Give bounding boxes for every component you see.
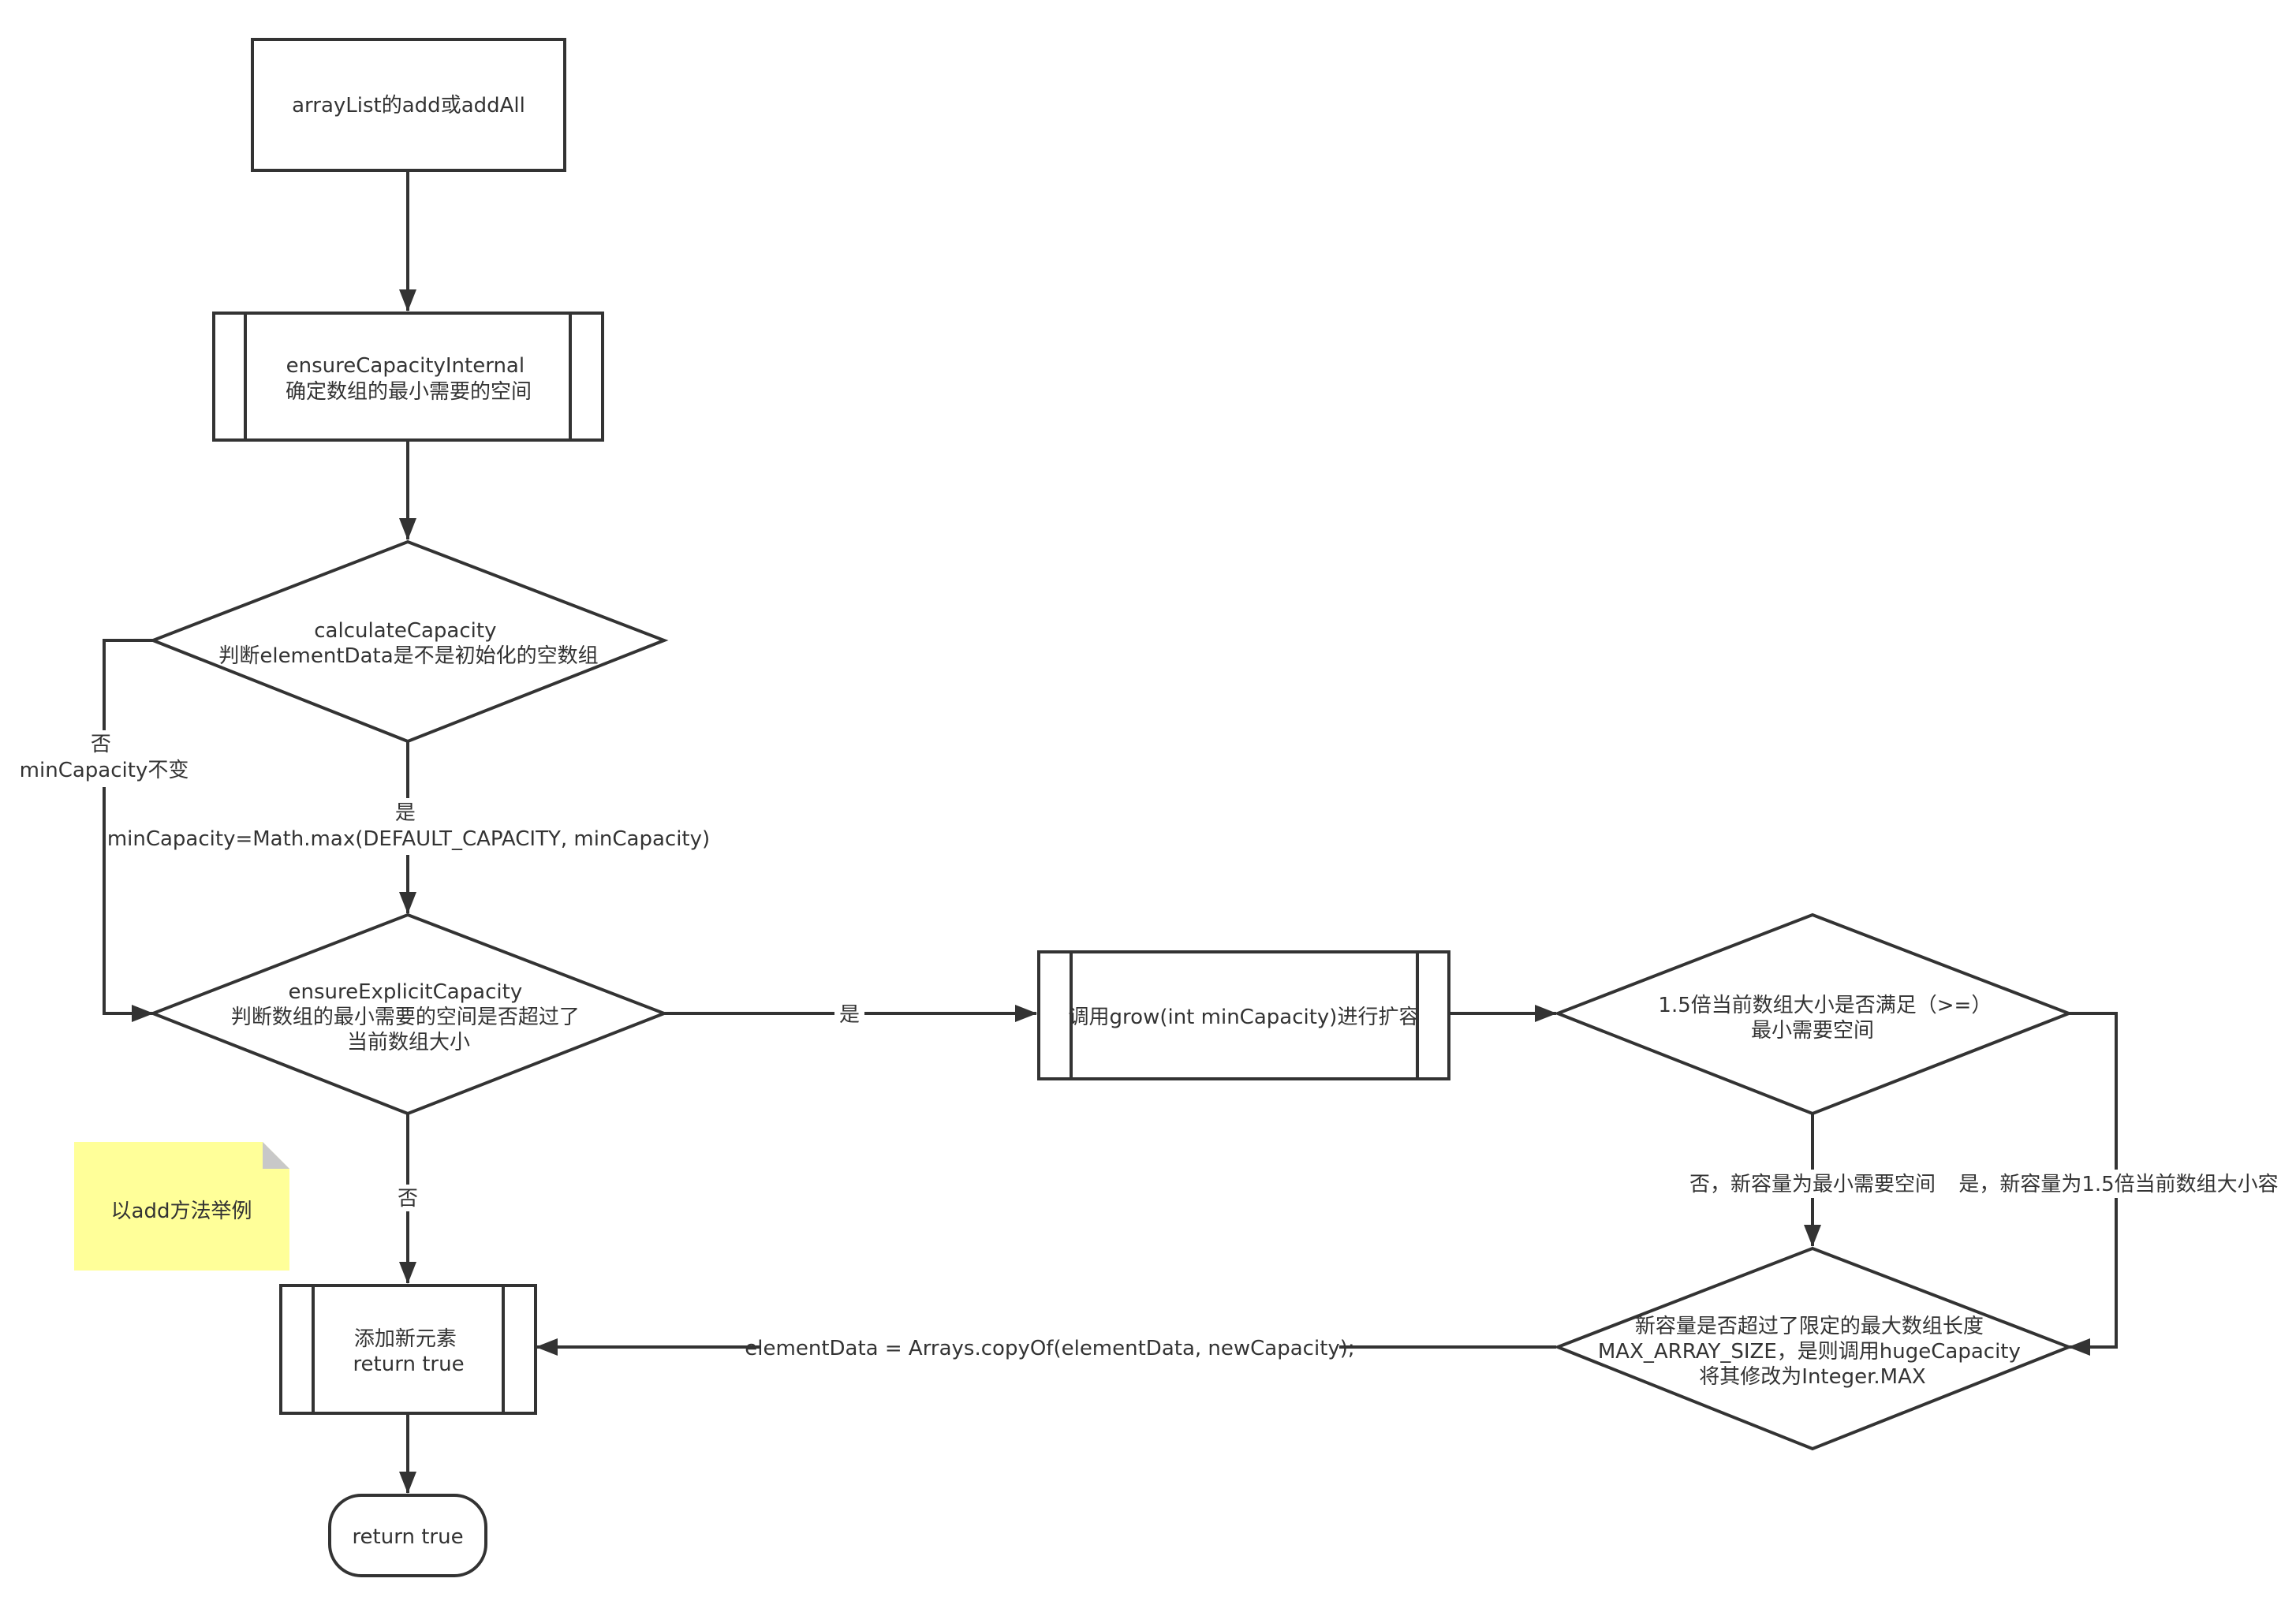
node-ensure-capacity-internal: ensureCapacityInternal 确定数组的最小需要的空间	[212, 312, 604, 442]
svg-text:是 minCapacity=Math.max(D: 是 minCapacity=Math.max(DEFAULT_CAPACITY,…	[107, 801, 710, 851]
svg-text:否，新容量为最小需要空间: 否，新容量为最小需要空间	[1689, 1173, 1936, 1196]
edge-label-calculate-yes: 是 minCapacity=Math.max(DEFAULT_CAPACITY,…	[107, 798, 710, 855]
edge-label-calculate-no: 否 minCapacity不变	[16, 730, 199, 787]
edge-label-explicit-no: 否	[393, 1185, 423, 1211]
node-check-max-decision: 新容量是否超过了限定的最大数组长度 MAX_ARRAY_SIZE，是则调用hug…	[1553, 1246, 2074, 1451]
edge-calculate-no	[103, 639, 154, 1022]
node-grow-label: 调用grow(int minCapacity)进行扩容	[1069, 1006, 1420, 1029]
node-ensure-explicit-capacity-label: ensureExplicitCapacity 判断数组的最小需要的空间是否超过了…	[231, 980, 586, 1054]
edge-label-explicit-yes: 是	[834, 1000, 864, 1027]
svg-text:是: 是	[839, 1003, 860, 1027]
sticky-note-body	[74, 1142, 289, 1271]
node-check-max-label: 新容量是否超过了限定的最大数组长度 MAX_ARRAY_SIZE，是则调用hug…	[1598, 1315, 2027, 1389]
svg-text:elementData = Arrays.copyOf(el: elementData = Arrays.copyOf(elementData,…	[745, 1337, 1354, 1360]
svg-text:否: 否	[398, 1187, 418, 1211]
svg-text:否 minCapacity不变: 否 minCapacity不变	[20, 733, 189, 782]
sticky-note-label: 以add方法举例	[111, 1200, 252, 1223]
sticky-note: 以add方法举例	[74, 1142, 289, 1271]
svg-text:是，新容量为1.5倍当前数组大小容: 是，新容量为1.5倍当前数组大小容	[1958, 1173, 2278, 1196]
node-ensure-capacity-internal-label: ensureCapacityInternal 确定数组的最小需要的空间	[286, 354, 532, 404]
edge-label-check15-no: 否，新容量为最小需要空间	[1688, 1170, 1943, 1198]
node-start-label: arrayList的add或addAll	[292, 94, 525, 118]
node-ensure-explicit-capacity-decision: ensureExplicitCapacity 判断数组的最小需要的空间是否超过了…	[148, 912, 669, 1116]
node-calculate-capacity-decision: calculateCapacity 判断elementData是不是初始化的空数…	[148, 539, 669, 744]
node-calculate-capacity-label: calculateCapacity 判断elementData是不是初始化的空数…	[218, 619, 598, 668]
node-check-1-5-decision: 1.5倍当前数组大小是否满足（>=） 最小需要空间	[1553, 912, 2074, 1116]
node-add-element-label: 添加新元素 return true	[353, 1327, 464, 1376]
node-grow: 调用grow(int minCapacity)进行扩容	[1037, 950, 1450, 1080]
node-end-label: return true	[352, 1525, 463, 1549]
node-end-terminator: return true	[328, 1494, 487, 1577]
sticky-note-fold	[263, 1142, 289, 1169]
node-start: arrayList的add或addAll	[251, 38, 566, 172]
node-add-element: 添加新元素 return true	[279, 1284, 537, 1415]
node-check-1-5-label: 1.5倍当前数组大小是否满足（>=） 最小需要空间	[1658, 994, 1998, 1043]
edge-label-copy: elementData = Arrays.copyOf(elementData,…	[745, 1333, 1355, 1361]
edge-label-check15-yes: 是，新容量为1.5倍当前数组大小容	[1953, 1170, 2284, 1198]
